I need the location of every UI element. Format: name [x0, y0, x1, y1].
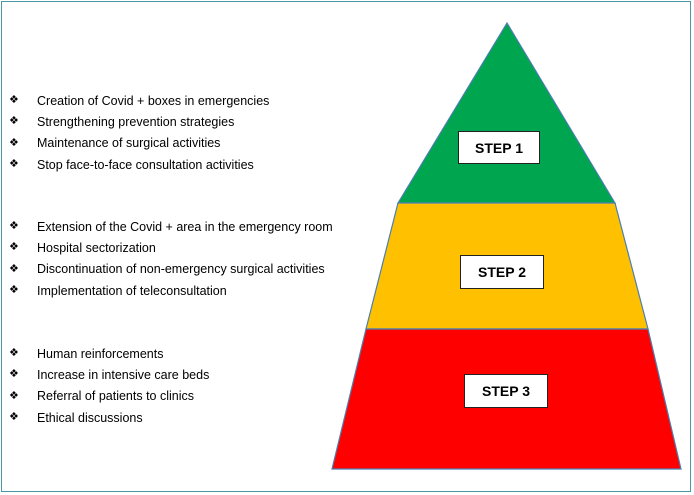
- diamond-four-icon: ❖: [9, 115, 19, 128]
- step-3-label: STEP 3: [464, 374, 548, 408]
- step-3-actions-list: ❖Human reinforcements ❖Increase in inten…: [9, 343, 209, 428]
- list-item: ❖Increase in intensive care beds: [9, 367, 210, 382]
- list-item: ❖Stop face-to-face consultation activiti…: [9, 157, 254, 172]
- diamond-four-icon: ❖: [9, 158, 19, 171]
- pyramid-tier-step-1: [396, 21, 617, 204]
- step-1-actions-list: ❖Creation of Covid + boxes in emergencie…: [9, 90, 269, 175]
- list-item: ❖Strengthening prevention strategies: [9, 114, 235, 129]
- list-item: ❖Maintenance of surgical activities: [9, 136, 221, 151]
- step-2-label: STEP 2: [460, 255, 544, 289]
- diamond-four-icon: ❖: [9, 94, 19, 107]
- list-item: ❖Human reinforcements: [9, 346, 164, 361]
- diamond-four-icon: ❖: [9, 220, 19, 233]
- list-item: ❖Implementation of teleconsultation: [9, 283, 227, 298]
- diamond-four-icon: ❖: [9, 389, 19, 402]
- diamond-four-icon: ❖: [9, 262, 19, 275]
- diamond-four-icon: ❖: [9, 136, 19, 149]
- list-item: ❖Ethical discussions: [9, 410, 143, 425]
- diamond-four-icon: ❖: [9, 241, 19, 254]
- diamond-four-icon: ❖: [9, 368, 19, 381]
- diamond-four-icon: ❖: [9, 284, 19, 297]
- list-item: ❖Creation of Covid + boxes in emergencie…: [9, 93, 270, 108]
- list-item: ❖Referral of patients to clinics: [9, 389, 195, 404]
- list-item: ❖Hospital sectorization: [9, 240, 156, 255]
- list-item: ❖Discontinuation of non-emergency surgic…: [9, 262, 325, 277]
- step-2-actions-list: ❖Extension of the Covid + area in the em…: [9, 216, 333, 301]
- diamond-four-icon: ❖: [9, 411, 19, 424]
- diamond-four-icon: ❖: [9, 347, 19, 360]
- list-item: ❖Extension of the Covid + area in the em…: [9, 219, 333, 234]
- step-1-label: STEP 1: [458, 131, 540, 164]
